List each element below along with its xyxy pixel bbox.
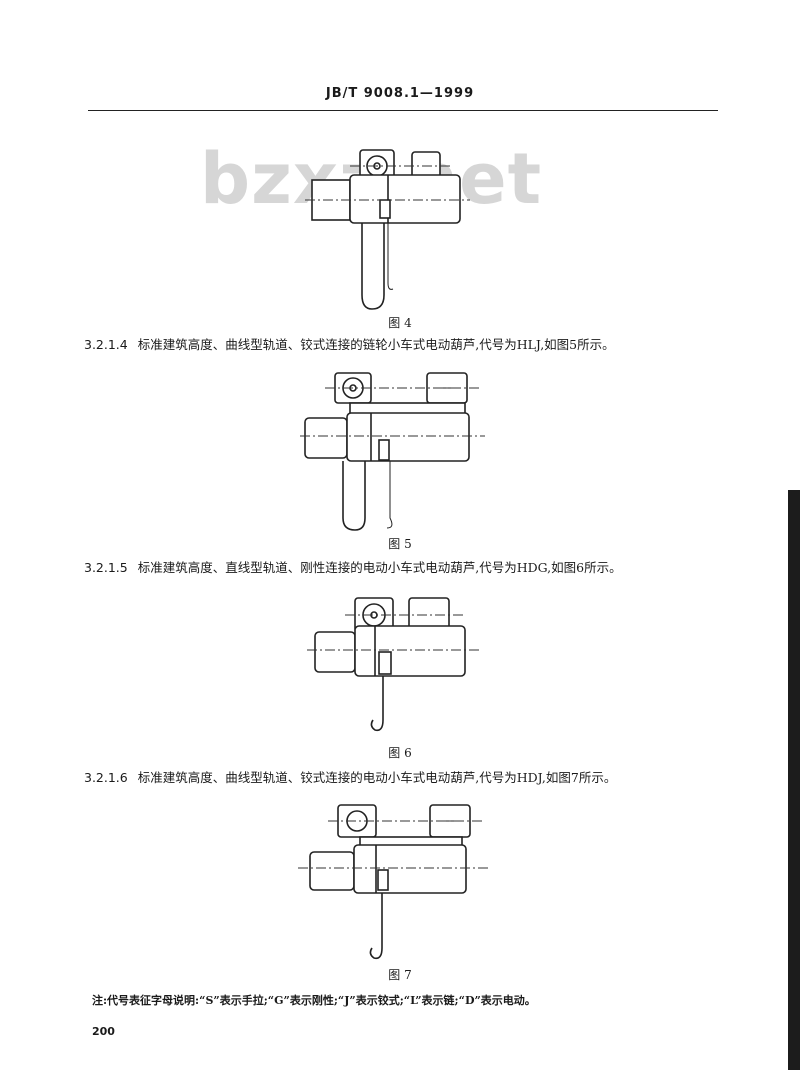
clause-number: 3.2.1.5: [84, 560, 128, 575]
figure-7-caption: 图 7: [388, 968, 412, 982]
document-header: JB/T 9008.1—1999: [325, 86, 475, 101]
figure-5-caption: 图 5: [388, 537, 412, 551]
figure-6-drawing: [307, 597, 480, 732]
clause-number: 3.2.1.4: [84, 337, 128, 352]
clause-3-2-1-5: 3.2.1.5 标准建筑高度、直线型轨道、刚性连接的电动小车式电动葫芦,代号为HD…: [84, 557, 622, 576]
figure-5-drawing: [300, 372, 485, 531]
clause-number: 3.2.1.6: [84, 770, 128, 785]
clause-text: 标准建筑高度、曲线型轨道、铰式连接的电动小车式电动葫芦,代号为HDJ,如图7所示…: [137, 770, 617, 785]
clause-3-2-1-4: 3.2.1.4 标准建筑高度、曲线型轨道、铰式连接的链轮小车式电动葫芦,代号为HL…: [84, 334, 615, 353]
figure-6-caption: 图 6: [388, 746, 412, 760]
footnote: 注:代号表征字母说明:“S”表示手拉;“G”表示刚性;“J”表示铰式;“L”表示…: [92, 994, 536, 1007]
clause-text: 标准建筑高度、直线型轨道、刚性连接的电动小车式电动葫芦,代号为HDG,如图6所示…: [137, 560, 622, 575]
clause-3-2-1-6: 3.2.1.6 标准建筑高度、曲线型轨道、铰式连接的电动小车式电动葫芦,代号为HD…: [84, 767, 616, 786]
figure-4-drawing: [305, 149, 470, 310]
header-rule: [88, 110, 718, 111]
figure-7-drawing: [298, 804, 490, 960]
clause-text: 标准建筑高度、曲线型轨道、铰式连接的链轮小车式电动葫芦,代号为HLJ,如图5所示…: [137, 337, 615, 352]
scan-edge-shadow: [788, 490, 800, 1070]
figure-4-caption: 图 4: [388, 316, 412, 330]
page-number: 200: [92, 1025, 115, 1038]
